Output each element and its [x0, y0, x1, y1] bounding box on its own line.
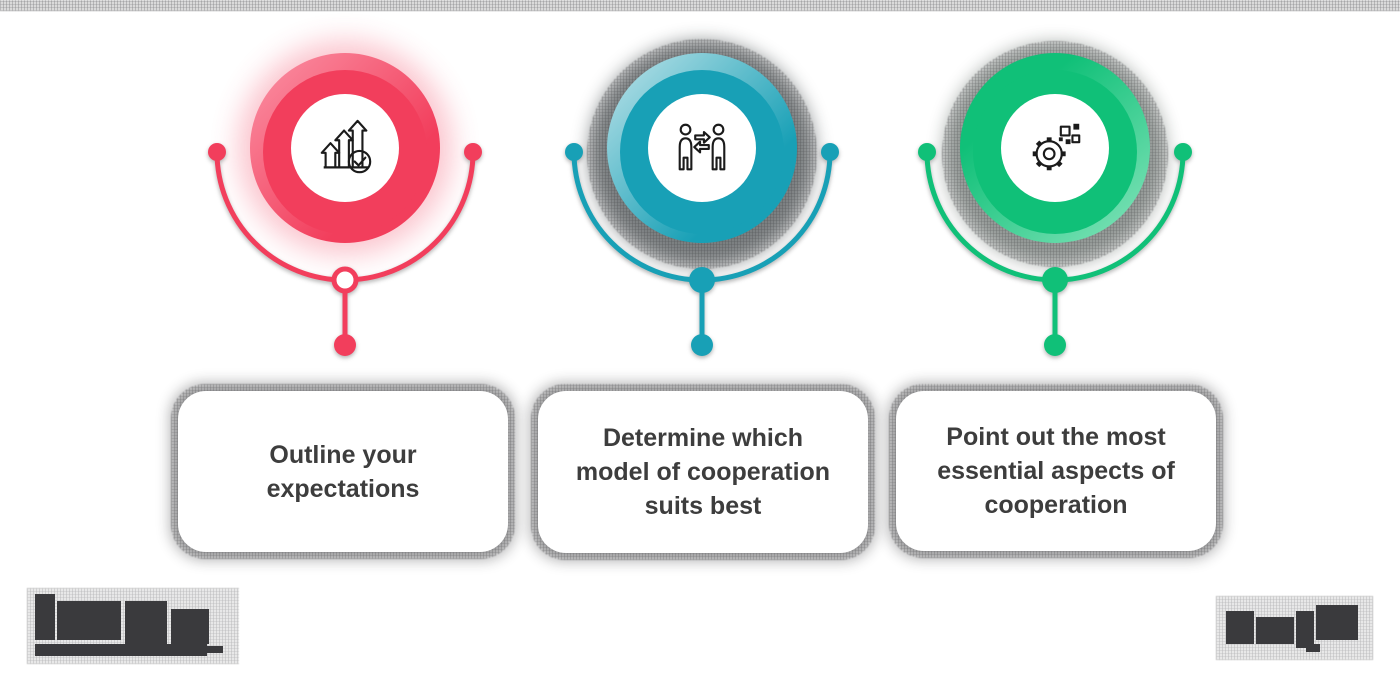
pendant-solid-dot — [689, 267, 715, 293]
card-essential-aspects: Point out the most essential aspects of … — [888, 383, 1224, 559]
pendant-donut-dot — [331, 266, 359, 294]
redaction-block — [1296, 611, 1314, 648]
growth-arrows-check-icon — [320, 119, 372, 174]
card-text: Point out the most essential aspects of … — [896, 391, 1216, 551]
redacted-wordmark — [27, 588, 239, 664]
step-outline-expectations — [205, 40, 485, 370]
speckle-shadow-band — [0, 0, 1400, 11]
circle-icon-holder — [291, 94, 399, 202]
step-essential-aspects — [915, 40, 1195, 370]
gear-pixels-icon — [1032, 123, 1081, 171]
step-cooperation-model — [562, 39, 842, 370]
redaction-underline — [35, 644, 207, 656]
connector-arc — [208, 143, 482, 356]
card-text: Outline your expectations — [178, 391, 508, 552]
card-text: Determine which model of cooperation sui… — [538, 391, 868, 553]
people-exchange-icon — [678, 123, 726, 171]
redaction-block — [1316, 605, 1358, 640]
redaction-block — [57, 601, 121, 640]
redaction-block — [1256, 617, 1294, 644]
redaction-block — [207, 646, 223, 653]
connector-arc — [918, 143, 1192, 356]
pendant-solid-dot — [1042, 267, 1068, 293]
circle-icon-holder — [648, 94, 756, 202]
redacted-text — [1216, 596, 1373, 660]
card-outline-expectations: Outline your expectations — [170, 383, 516, 560]
redaction-block — [125, 601, 167, 644]
card-cooperation-model: Determine which model of cooperation sui… — [530, 383, 876, 561]
circle-icon-holder — [1001, 94, 1109, 202]
redaction-block — [171, 609, 209, 644]
redaction-block — [1306, 644, 1320, 652]
connector-arc — [565, 143, 839, 356]
redaction-block — [35, 594, 55, 640]
redaction-block — [1226, 611, 1254, 644]
